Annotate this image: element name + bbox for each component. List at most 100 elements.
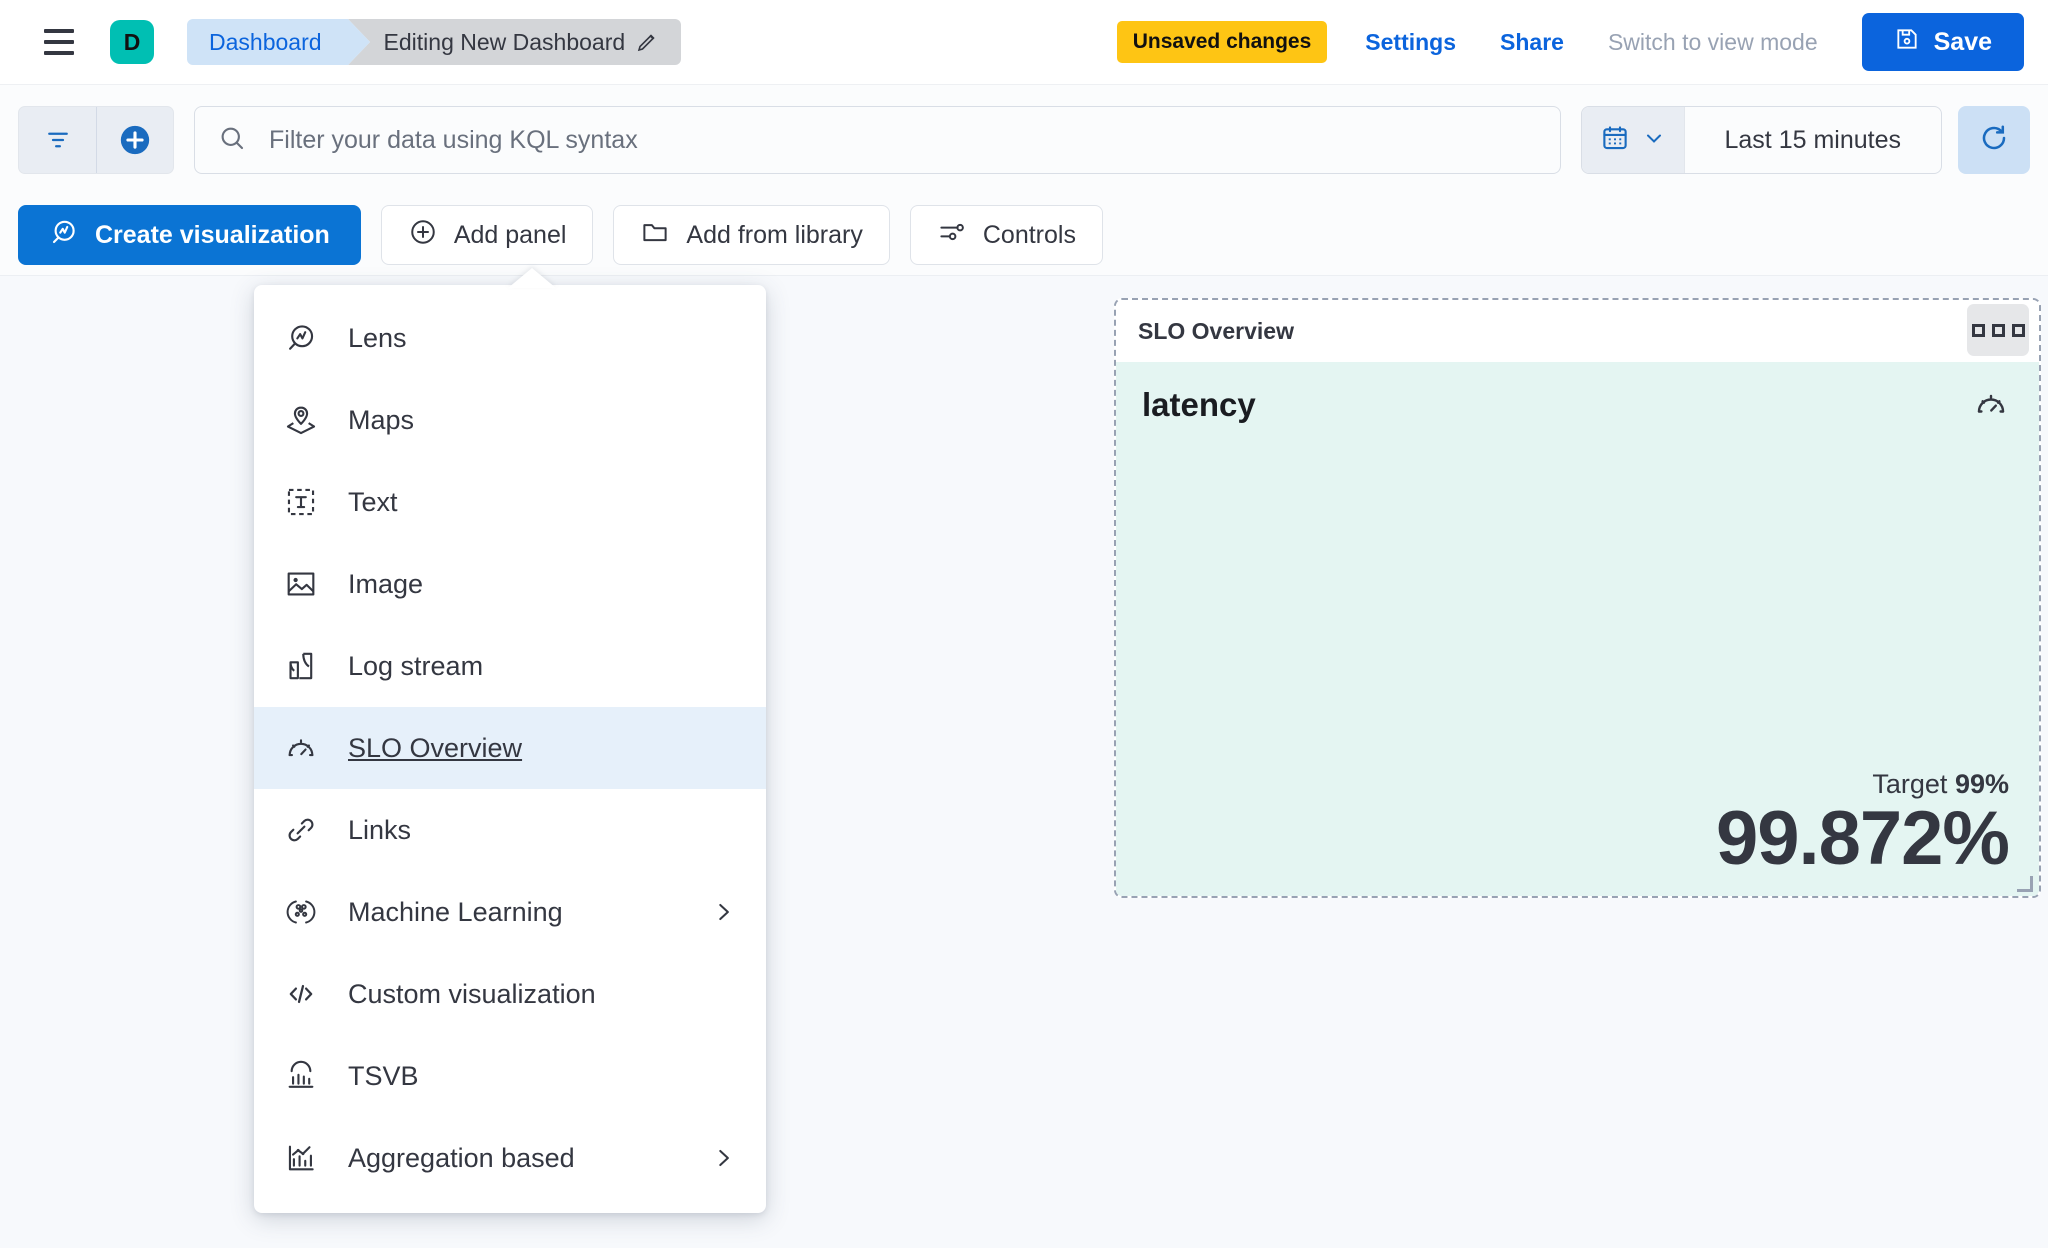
map-pin-layers-icon <box>284 403 318 437</box>
menu-item-label: Lens <box>348 322 407 353</box>
slo-sli-value: 99.872% <box>1715 796 2010 882</box>
menu-item-label: Text <box>348 486 398 517</box>
menu-item-custom-visualization[interactable]: Custom visualization <box>254 953 766 1035</box>
add-from-library-button[interactable]: Add from library <box>613 205 890 265</box>
pencil-icon[interactable] <box>635 30 659 54</box>
folder-icon <box>640 217 670 254</box>
save-button[interactable]: Save <box>1861 13 2024 71</box>
tsvb-icon <box>284 1059 318 1093</box>
lens-icon <box>49 217 79 254</box>
slo-target-label: Target <box>1872 769 1948 800</box>
machine-learning-icon <box>284 895 318 929</box>
refresh-icon <box>1978 122 2010 159</box>
menu-item-label: Image <box>348 568 424 599</box>
slo-values: Target 99% 99.872% <box>1715 769 2010 882</box>
filter-group <box>18 106 174 174</box>
query-bar: Last 15 minutes <box>0 85 2048 195</box>
menu-item-label: Machine Learning <box>348 896 563 927</box>
top-header: D Dashboard Editing New Dashboard Unsave… <box>0 0 2048 85</box>
menu-item-maps[interactable]: Maps <box>254 379 766 461</box>
popover-arrow <box>508 268 556 288</box>
breadcrumb-dashboard-label: Dashboard <box>209 28 322 55</box>
menu-item-lens[interactable]: Lens <box>254 297 766 379</box>
switch-to-view-mode-link[interactable]: Switch to view mode <box>1607 28 1818 55</box>
create-visualization-label: Create visualization <box>95 220 330 249</box>
gauge-icon <box>284 731 318 765</box>
menu-item-tsvb[interactable]: TSVB <box>254 1035 766 1117</box>
menu-item-label: SLO Overview <box>348 732 523 763</box>
create-visualization-button[interactable]: Create visualization <box>18 205 361 265</box>
slo-target-value: 99% <box>1954 769 2009 800</box>
add-panel-button[interactable]: Add panel <box>380 205 594 265</box>
date-picker: Last 15 minutes <box>1580 106 1942 174</box>
menu-item-label: Links <box>348 814 412 845</box>
menu-item-label: TSVB <box>348 1060 419 1091</box>
share-link[interactable]: Share <box>1500 28 1564 55</box>
breadcrumb-current[interactable]: Editing New Dashboard <box>347 19 682 65</box>
controls-button[interactable]: Controls <box>909 205 1103 265</box>
panel-body-top: latency <box>1142 386 2009 427</box>
menu-item-text[interactable]: Text <box>254 461 766 543</box>
menu-item-label: Maps <box>348 404 415 435</box>
link-icon <box>284 813 318 847</box>
slo-metric-name: latency <box>1142 386 1256 423</box>
panel-body: latency Target 99% 99.872% <box>1116 362 2039 896</box>
search-input[interactable] <box>269 125 1538 155</box>
chevron-down-icon <box>1642 126 1666 155</box>
calendar-icon <box>1600 123 1630 158</box>
refresh-button[interactable] <box>1958 106 2030 174</box>
image-icon <box>284 567 318 601</box>
menu-item-machine-learning[interactable]: Machine Learning <box>254 871 766 953</box>
avatar[interactable]: D <box>110 20 154 64</box>
dashboard-panel-slo-overview[interactable]: SLO Overview latency Target 99% 99.872% <box>1114 298 2041 898</box>
breadcrumb-current-label: Editing New Dashboard <box>383 28 626 55</box>
breadcrumb-dashboard[interactable]: Dashboard <box>187 19 369 65</box>
panel-header: SLO Overview <box>1116 300 2039 362</box>
menu-item-image[interactable]: Image <box>254 543 766 625</box>
breadcrumb: Dashboard Editing New Dashboard <box>187 19 682 65</box>
time-range-display[interactable]: Last 15 minutes <box>1724 125 1902 154</box>
chevron-right-icon <box>710 1145 736 1171</box>
hamburger-bar <box>44 51 74 55</box>
panel-resize-handle[interactable] <box>2017 876 2033 892</box>
settings-link[interactable]: Settings <box>1365 28 1457 55</box>
date-quick-select-button[interactable] <box>1581 107 1685 173</box>
menu-item-links[interactable]: Links <box>254 789 766 871</box>
menu-item-label: Custom visualization <box>348 978 596 1009</box>
search-icon <box>217 123 247 158</box>
grid-menu-icon[interactable] <box>1967 304 2029 356</box>
log-stream-icon <box>284 649 318 683</box>
grid-menu-square <box>1971 323 1985 337</box>
lens-icon <box>284 321 318 355</box>
menu-item-label: Aggregation based <box>348 1142 575 1173</box>
menu-item-log-stream[interactable]: Log stream <box>254 625 766 707</box>
slo-target: Target 99% <box>1716 769 2009 800</box>
hamburger-icon[interactable] <box>36 19 82 65</box>
search-input-wrapper[interactable] <box>194 106 1561 174</box>
panel-title: SLO Overview <box>1138 317 1294 344</box>
controls-label: Controls <box>982 220 1076 249</box>
add-filter-button[interactable] <box>96 107 173 173</box>
menu-item-slo-overview[interactable]: SLO Overview <box>254 707 766 789</box>
grid-menu-square <box>2011 323 2025 337</box>
sliders-icon <box>937 217 967 254</box>
menu-item-aggregation-based[interactable]: Aggregation based <box>254 1117 766 1199</box>
add-from-library-label: Add from library <box>686 220 863 249</box>
save-disk-icon <box>1894 26 1920 59</box>
header-actions: Unsaved changes Settings Share Switch to… <box>1116 13 2024 71</box>
status-badge-unsaved[interactable]: Unsaved changes <box>1116 21 1328 63</box>
hamburger-bar <box>44 40 74 44</box>
add-panel-label: Add panel <box>453 220 567 249</box>
dashboard-toolbar: Create visualization Add panel Add from … <box>0 195 2048 275</box>
filter-icon[interactable] <box>19 107 96 173</box>
plus-circle-outline-icon <box>408 217 438 254</box>
menu-item-label: Log stream <box>348 650 484 681</box>
grid-menu-square <box>1991 323 2005 337</box>
text-box-icon <box>284 485 318 519</box>
chevron-right-icon <box>710 899 736 925</box>
gauge-icon <box>1973 386 2009 427</box>
hamburger-bar <box>44 29 74 33</box>
aggregation-icon <box>284 1141 318 1175</box>
code-icon <box>284 977 318 1011</box>
